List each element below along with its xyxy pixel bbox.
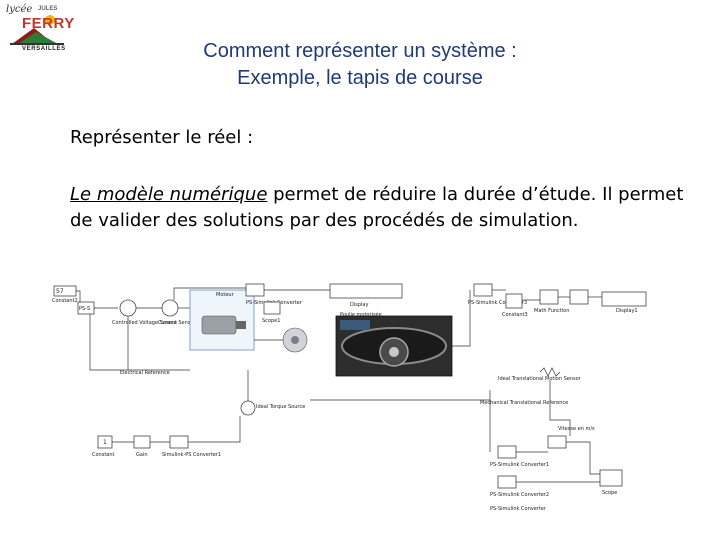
vitesse-label: Vitesse en m/s <box>558 426 595 432</box>
display1-block <box>601 291 647 307</box>
constant3-label: Constant3 <box>502 312 528 318</box>
ps-simulink-converter2 <box>497 475 517 489</box>
electrical-ref-label: Electrical Reference <box>120 370 170 376</box>
logo-name: FERRY <box>22 15 75 32</box>
simulink-ps-converter1 <box>169 435 189 449</box>
motion-sensor-symbol <box>539 367 561 377</box>
section-heading: Représenter le réel : <box>70 127 254 148</box>
wire <box>76 290 81 302</box>
title-line-2: Exemple, le tapis de course <box>237 67 483 89</box>
ps-simulink1-label: PS-Simulink Converter1 <box>490 462 549 468</box>
vitesse-block <box>547 435 567 449</box>
torque-source-label: Ideal Torque Source <box>256 404 305 410</box>
ps-simulink-converter1 <box>497 445 517 459</box>
poulie-label: Poulie motorisée <box>340 311 382 318</box>
constant3-block <box>505 293 523 309</box>
title-line-1: Comment représenter un système : <box>203 40 517 62</box>
scope-block <box>599 469 623 487</box>
constant-label: Constant <box>92 452 115 458</box>
moteur-label: Moteur <box>216 292 235 298</box>
body-paragraph: Le modèle numérique permet de réduire la… <box>70 182 700 234</box>
gain-block-bottom <box>133 435 151 449</box>
pulley-hub <box>291 336 299 344</box>
ps-simulink3-label: PS-Simulink Converter3 <box>468 300 527 306</box>
ps-converter-label: PS-Simulink Converter <box>490 506 547 512</box>
simulink-diagram: 57 Constant2 PS-S Controlled Voltage Sou… <box>50 280 650 520</box>
logo-city: VERSAILLES <box>22 46 66 52</box>
ps-simulink2-label: PS-Simulink Converter2 <box>490 492 549 498</box>
scope1-label: Scope1 <box>262 318 280 324</box>
motion-sensor-label: Ideal Translational Motion Sensor <box>498 376 582 382</box>
wire <box>452 290 471 347</box>
gain-label: Gain <box>136 452 148 458</box>
treadmill-label-plate <box>340 320 370 330</box>
controlled-source-label: Controlled Voltage Source <box>112 320 177 326</box>
gain-value: 1 <box>103 439 107 446</box>
current-sensor-label: Current Sensor <box>158 320 196 326</box>
logo-script-text: lycée <box>6 4 33 15</box>
scope-label: Scope <box>602 490 617 496</box>
wire <box>173 287 246 300</box>
display-block <box>329 283 403 299</box>
logo-jules-text: JULES <box>38 6 58 12</box>
display1-label: Display1 <box>616 308 638 314</box>
wire <box>566 441 600 475</box>
display-label: Display <box>350 302 368 308</box>
constant2-label: Constant2 <box>52 298 78 304</box>
wire <box>549 380 571 436</box>
ps-simulink-converter <box>245 283 265 297</box>
current-sensor <box>161 299 179 317</box>
math-function-label: Math Function <box>534 308 569 314</box>
paragraph-rest: permet de réduire la durée d’étude. Il p… <box>70 184 684 231</box>
slide-title: Comment représenter un système : Exemple… <box>120 38 600 92</box>
scope1-block <box>263 301 281 315</box>
gain-block <box>569 289 589 305</box>
motor-image <box>201 315 237 335</box>
mech-ref-label: Mechanical Translational Reference <box>480 400 568 406</box>
logo-emblem <box>10 15 64 45</box>
sim-ps-label: PS-S <box>79 306 90 312</box>
school-logo: lycée JULES FERRY VERSAILLES <box>6 2 74 58</box>
torque-source <box>240 400 256 416</box>
controlled-voltage-source <box>119 299 137 317</box>
ps-simulink-converter3 <box>473 283 493 297</box>
math-function-block <box>539 289 559 305</box>
treadmill-axle <box>389 347 399 357</box>
wire <box>188 416 241 443</box>
emphasis-text: Le modèle numérique <box>70 184 268 205</box>
simulink-ps1-label: Simulink-PS Converter1 <box>162 452 221 458</box>
wire <box>89 314 128 371</box>
motor-shaft <box>236 321 246 329</box>
simulink-model-svg: 57 Constant2 PS-S Controlled Voltage Sou… <box>52 283 647 512</box>
constant2-value: 57 <box>56 288 64 295</box>
